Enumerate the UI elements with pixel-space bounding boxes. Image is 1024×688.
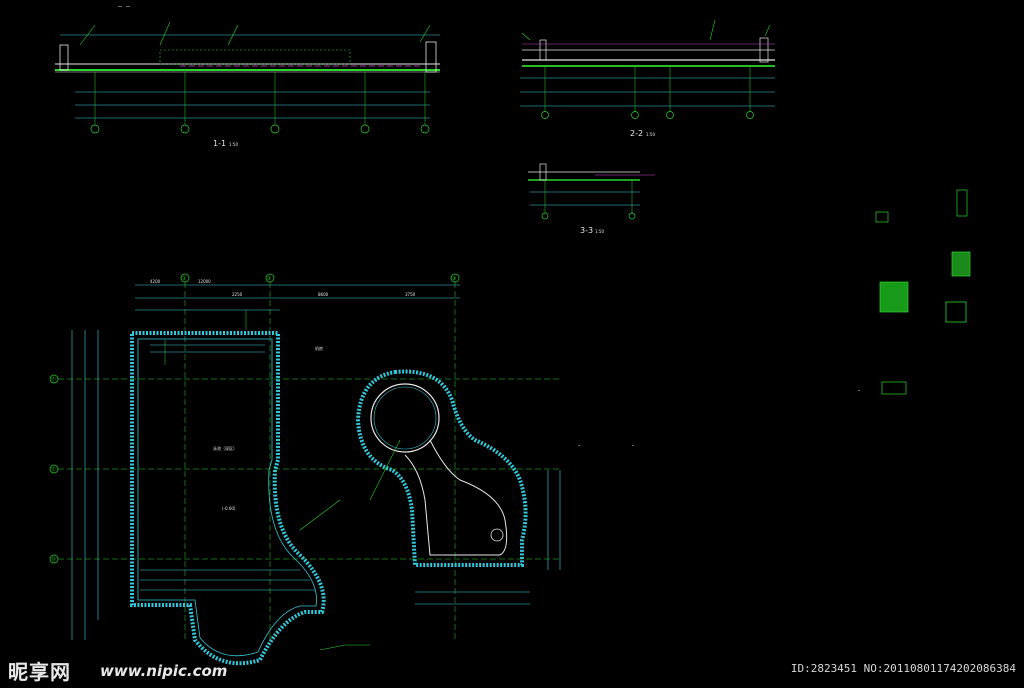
dim-top-2: 12000	[198, 279, 211, 284]
dim-top-1: 4200	[150, 279, 161, 284]
dim-top-5: 3750	[405, 292, 416, 297]
section-3-3: 3-3 1:50	[528, 163, 655, 235]
watermark-logo: 昵享网	[8, 660, 71, 684]
axis-top-1: ①	[182, 276, 187, 282]
section-1-title: 1-1	[213, 139, 226, 148]
watermark-id: ID:2823451 NO:20110801174202086384	[790, 662, 1016, 675]
section-2-title: 2-2	[630, 129, 643, 138]
spa-outer-wall	[355, 369, 528, 567]
axis-top-2: ②	[267, 276, 272, 282]
axis-left-2: Ⓔ	[51, 466, 56, 473]
deck-label: (-0.60)	[222, 506, 236, 511]
pool-plan: 4200 12000 2250 8600 3750 ① ② ③ Ⓕ Ⓔ Ⓓ	[49, 273, 561, 666]
section-2-2: 2-2 1:50	[520, 19, 775, 138]
pool-label: 泳池（深区）	[213, 445, 237, 451]
main-pool-wall	[130, 331, 326, 666]
watermark-url: www.nipic.com	[100, 662, 228, 680]
stray-marks	[118, 6, 860, 446]
section-2-scale: 1:50	[646, 132, 655, 137]
dim-top-4: 8600	[318, 292, 329, 297]
spa-inner-circle	[370, 383, 440, 453]
axis-left-1: Ⓕ	[51, 376, 56, 383]
section-1-scale: 1:50	[229, 142, 238, 147]
section-1-1: 1-1 1:50	[55, 21, 440, 148]
dim-top-3: 2250	[232, 292, 243, 297]
detail-snippets	[875, 189, 971, 395]
axis-left-3: Ⓓ	[51, 556, 56, 563]
section-3-scale: 1:50	[595, 229, 604, 234]
room-label: 机房	[315, 345, 323, 351]
section-3-title: 3-3	[580, 226, 593, 235]
axis-top-3: ③	[452, 276, 456, 282]
